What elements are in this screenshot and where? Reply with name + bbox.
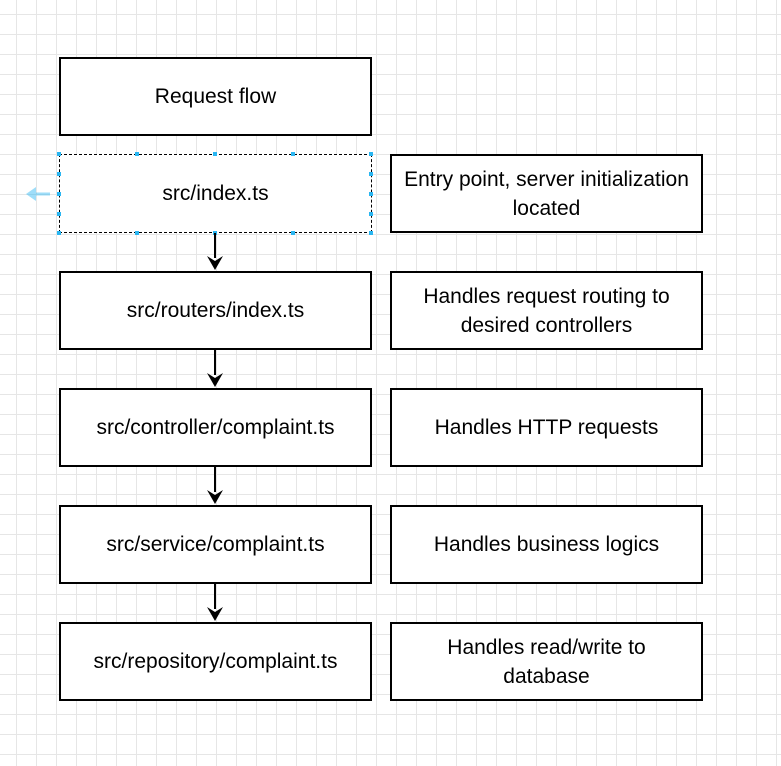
flow-node-routers[interactable]: src/routers/index.ts (59, 271, 372, 350)
resize-handle[interactable] (135, 231, 139, 235)
resize-handle[interactable] (57, 192, 61, 196)
resize-handle[interactable] (369, 152, 373, 156)
resize-handle[interactable] (369, 231, 373, 235)
description-label: Handles HTTP requests (434, 416, 659, 439)
hover-arrow-left-icon[interactable] (26, 187, 50, 201)
flow-node-label: src/service/complaint.ts (106, 533, 325, 556)
flow-title-box[interactable]: Request flow (59, 57, 372, 136)
resize-handle[interactable] (57, 152, 61, 156)
resize-handle[interactable] (369, 212, 373, 216)
flow-node-controller[interactable]: src/controller/complaint.ts (59, 388, 372, 467)
description-box-service[interactable]: Handles business logics (390, 505, 703, 584)
description-box-controller[interactable]: Handles HTTP requests (390, 388, 703, 467)
resize-handle[interactable] (369, 172, 373, 176)
description-label: Handles request routing to desired contr… (423, 284, 670, 337)
description-box-repository[interactable]: Handles read/write to database (390, 622, 703, 701)
resize-handle[interactable] (291, 152, 295, 156)
connector-service-to-repository[interactable] (207, 584, 223, 621)
description-box-routers[interactable]: Handles request routing to desired contr… (390, 271, 703, 350)
resize-handle[interactable] (57, 212, 61, 216)
connector-index-to-routers[interactable] (207, 233, 223, 270)
flow-node-label: src/index.ts (162, 182, 269, 205)
description-box-index[interactable]: Entry point, server initialization locat… (390, 154, 703, 233)
resize-handle[interactable] (57, 172, 61, 176)
flow-node-index[interactable]: src/index.ts (59, 154, 372, 233)
flow-node-service[interactable]: src/service/complaint.ts (59, 505, 372, 584)
connector-controller-to-service[interactable] (207, 467, 223, 504)
resize-handle[interactable] (291, 231, 295, 235)
flow-node-label: src/routers/index.ts (126, 299, 305, 322)
description-label: Handles read/write to database (447, 635, 646, 688)
flow-node-label: src/controller/complaint.ts (96, 416, 335, 439)
description-label: Entry point, server initialization locat… (404, 167, 689, 220)
flow-node-repository[interactable]: src/repository/complaint.ts (59, 622, 372, 701)
connector-routers-to-controller[interactable] (207, 350, 223, 387)
resize-handle[interactable] (213, 152, 217, 156)
flow-title-label: Request flow (154, 85, 277, 108)
resize-handle[interactable] (135, 152, 139, 156)
resize-handle[interactable] (57, 231, 61, 235)
description-label: Handles business logics (433, 533, 660, 556)
flow-node-label: src/repository/complaint.ts (93, 650, 338, 673)
resize-handle[interactable] (369, 192, 373, 196)
